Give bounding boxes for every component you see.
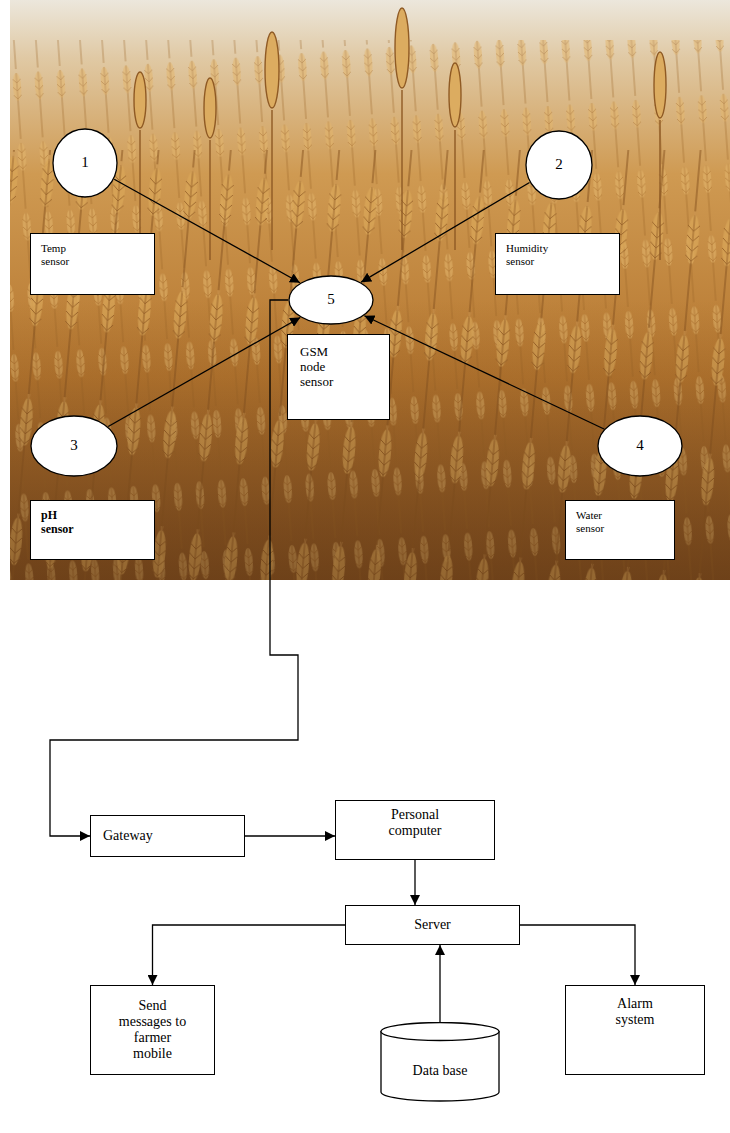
wheat-ears-near (10, 150, 730, 580)
callout-number: 4 (636, 437, 644, 454)
callout-circle: 3 (30, 415, 118, 477)
process-box: Server (345, 905, 520, 945)
callout-circle: 2 (525, 130, 593, 200)
process-box: Alarm system (565, 985, 705, 1075)
circle-shape (598, 416, 682, 476)
callout-number: 3 (70, 437, 78, 454)
box-label: GSM node sensor (300, 345, 350, 390)
circle-shape (31, 416, 117, 476)
tall-wheat-ears (134, 8, 666, 260)
callout-circle: 4 (597, 415, 683, 477)
flow-arrow (50, 300, 298, 836)
flow-arrow (153, 925, 346, 985)
box-label: Gateway (103, 828, 153, 844)
sensor-label-box: Temp sensor (30, 233, 155, 295)
box-label: Data base (413, 1063, 468, 1079)
box-label: Server (414, 917, 451, 933)
box-label: Water sensor (576, 509, 616, 534)
sensor-label-box: pH sensor (30, 500, 155, 560)
callout-circle: 1 (52, 128, 118, 198)
circle-shape (289, 276, 373, 324)
circle-shape (526, 131, 592, 199)
box-label: Humidity sensor (506, 242, 556, 267)
flow-arrow (364, 316, 604, 429)
process-box: Personal computer (335, 800, 495, 860)
circle-shape (53, 129, 117, 197)
box-label: pH sensor (41, 509, 81, 537)
box-label: Personal computer (375, 807, 455, 839)
flow-arrow (245, 835, 335, 836)
gsm-node-circle: 5 (288, 275, 374, 325)
sensor-label-box: Humidity sensor (495, 233, 620, 295)
field-shadow (10, 300, 730, 580)
callout-number: 1 (81, 154, 89, 171)
callout-number: 5 (327, 291, 335, 308)
field-ground (10, 0, 730, 580)
flow-arrow (439, 945, 440, 1022)
box-label: Temp sensor (41, 242, 86, 267)
sensor-label-box: GSM node sensor (287, 334, 390, 420)
cylinder-top (381, 1023, 499, 1041)
wheat-ears-far (10, 40, 730, 580)
flow-arrow (520, 925, 635, 985)
flow-arrow (414, 860, 415, 905)
sensor-label-box: Water sensor (565, 500, 675, 560)
box-label: Alarm system (605, 996, 665, 1028)
callout-number: 2 (555, 156, 563, 173)
database-cylinder: Data base (380, 1022, 500, 1102)
process-box: Send messages to farmer mobile (90, 985, 215, 1075)
cylinder-outline (380, 1022, 500, 1102)
cylinder-body (381, 1031, 499, 1101)
process-box: Gateway (90, 815, 245, 857)
box-label: Send messages to farmer mobile (117, 998, 189, 1062)
flow-arrow (108, 317, 300, 426)
